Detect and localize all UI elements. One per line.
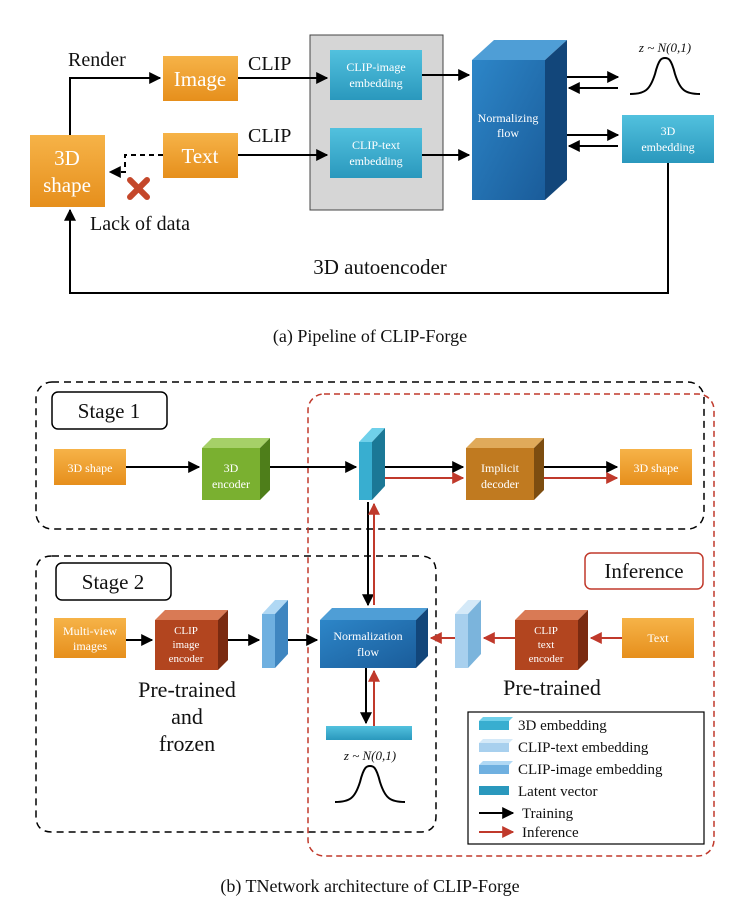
embedding-3d-box [622, 115, 714, 163]
encoder-3d-line2: encoder [212, 477, 250, 491]
inference-label: Inference [604, 559, 683, 583]
legend: 3D embedding CLIP-text embedding CLIP-im… [467, 711, 705, 845]
image-box [163, 56, 238, 101]
implicit-decoder-line2: decoder [481, 477, 519, 491]
caption-a: (a) Pipeline of CLIP-Forge [273, 326, 467, 347]
stage1-label: Stage 1 [78, 399, 140, 423]
multiview-line1: Multi-view [63, 624, 117, 638]
training-arrows [126, 461, 619, 725]
clip-image-encoder-line2: image [173, 639, 200, 651]
clip-text-embedding-slab [455, 600, 481, 668]
shape-out-box [620, 449, 692, 485]
embedding-3d-slab [359, 428, 385, 500]
clip-label-2: CLIP [248, 125, 291, 147]
encoder-3d-cube [202, 438, 270, 500]
stage2-tag [55, 562, 172, 601]
legend-swatch-clip-image [479, 761, 513, 774]
pretrained-frozen-line1: Pre-trained [138, 677, 236, 702]
z-label-b: z ~ N(0,1) [343, 748, 396, 763]
figure-b: Stage 1 Stage 2 Inference 3D shape 3D en… [35, 381, 715, 897]
clip-image-embedding-line2: embedding [349, 76, 402, 90]
image-box-label: Image [174, 67, 226, 91]
legend-swatch-latent [479, 786, 509, 795]
clip-text-encoder-line1: CLIP [534, 625, 558, 637]
shape-box-line2: shape [43, 173, 91, 197]
render-label: Render [68, 49, 126, 71]
normalizing-flow-line2: flow [497, 126, 519, 140]
inference-tag [584, 552, 704, 590]
legend-inference: Inference [522, 825, 579, 841]
figure-a: Image Text 3D shape CLIP-image embedding… [30, 34, 714, 347]
clip-text-embedding-box [330, 128, 422, 178]
implicit-decoder-line1: Implicit [481, 461, 520, 475]
legend-swatch-3d-embedding [479, 717, 513, 730]
latent-vector-bar [326, 726, 412, 740]
legend-swatch-clip-text [479, 739, 513, 752]
legend-clip-image-embedding: CLIP-image embedding [518, 762, 663, 778]
caption-b: (b) TNetwork architecture of CLIP-Forge [220, 876, 519, 897]
gaussian-curve-b [334, 764, 406, 803]
multiview-box [54, 618, 126, 658]
gaussian-curve-a [629, 56, 701, 95]
normalization-flow-cube [320, 608, 428, 668]
shape-box [30, 135, 105, 207]
embedding-3d-line2: embedding [641, 140, 694, 154]
figure-a-arrows [64, 69, 669, 294]
clip-text-encoder-line3: encoder [529, 653, 564, 665]
legend-3d-embedding: 3D embedding [518, 718, 607, 734]
text-box [163, 133, 238, 178]
normalization-flow-line2: flow [357, 645, 379, 659]
multiview-line2: images [73, 639, 107, 653]
stage1-region [35, 381, 705, 530]
shape-out-label: 3D shape [634, 461, 679, 475]
clip-image-encoder-line1: CLIP [174, 625, 198, 637]
legend-latent-vector: Latent vector [518, 784, 598, 800]
lack-of-data-cross-icon [127, 177, 150, 200]
autoencoder-label: 3D autoencoder [313, 255, 447, 279]
clip-image-embedding-line1: CLIP-image [346, 60, 405, 74]
clip-image-embedding-slab [262, 600, 288, 668]
normalization-flow-line1: Normalization [333, 629, 402, 643]
inference-arrows [368, 472, 622, 726]
lack-of-data-label: Lack of data [90, 213, 190, 235]
legend-clip-text-embedding: CLIP-text embedding [518, 740, 649, 756]
shape-in-label: 3D shape [68, 461, 113, 475]
encoder-3d-line1: 3D [224, 461, 239, 475]
clip-text-embedding-line1: CLIP-text [352, 138, 401, 152]
text-in-label: Text [647, 631, 669, 645]
clip-image-embedding-box [330, 50, 422, 100]
legend-training: Training [522, 806, 574, 822]
shape-in-box [54, 449, 126, 485]
pretrained-frozen-line2: and [171, 704, 203, 729]
z-label-a: z ~ N(0,1) [638, 40, 691, 55]
normalizing-flow-line1: Normalizing [478, 111, 539, 125]
stage2-region [35, 555, 437, 833]
pretrained-frozen-line3: frozen [159, 731, 215, 756]
clip-image-encoder-line3: encoder [169, 653, 204, 665]
pretrained-label: Pre-trained [503, 675, 601, 700]
stage2-label: Stage 2 [82, 570, 144, 594]
clip-label-1: CLIP [248, 53, 291, 75]
clip-text-embedding-line2: embedding [349, 154, 402, 168]
shape-box-line1: 3D [54, 146, 80, 170]
stage1-tag [51, 391, 168, 430]
clip-text-encoder-cube [515, 610, 588, 670]
inference-region [307, 393, 715, 857]
clip-image-encoder-cube [155, 610, 228, 670]
normalizing-flow-cube [472, 40, 567, 200]
embedding-3d-line1: 3D [661, 124, 676, 138]
implicit-decoder-cube [466, 438, 544, 500]
text-in-box [622, 618, 694, 658]
text-box-label: Text [181, 144, 218, 168]
clip-text-encoder-line2: text [538, 639, 555, 651]
